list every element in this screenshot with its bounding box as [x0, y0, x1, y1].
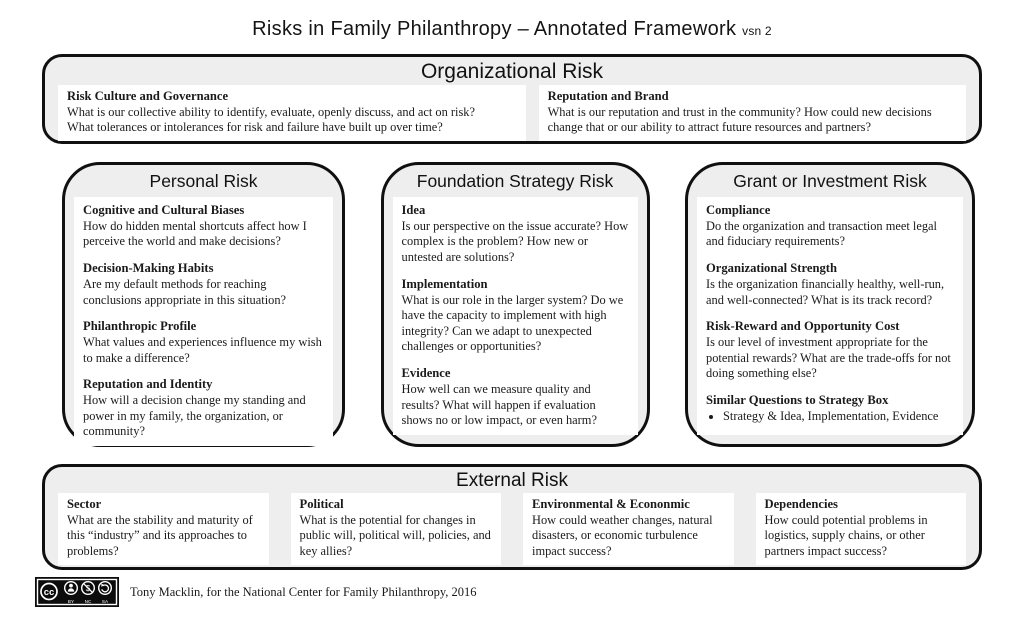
risk-item-body: How could potential problems in logistic… — [764, 512, 928, 559]
risk-item-body: Are my default methods for reaching conc… — [83, 276, 287, 307]
svg-text:cc: cc — [44, 587, 55, 598]
risk-item-heading: Implementation — [401, 276, 488, 291]
grant-investment-risk-panel: Grant or Investment Risk Compliance Do t… — [685, 162, 975, 447]
risk-item-body: Do the organization and transaction meet… — [706, 218, 937, 249]
risk-card-environmental-economic: Environmental & Econonmic How could weat… — [523, 493, 734, 565]
risk-item: Evidence How well can we measure quality… — [402, 366, 629, 429]
risk-item-body: What is our reputation and trust in the … — [547, 104, 932, 135]
cc-sa-share-alike-icon: SA — [98, 580, 113, 604]
risk-item-heading: Dependencies — [764, 497, 838, 511]
cc-by-person-icon: BY — [64, 580, 79, 604]
risk-card-culture-governance: Risk Culture and Governance What is our … — [58, 85, 526, 142]
risk-item: Organizational Strength Is the organizat… — [706, 261, 954, 308]
risk-item-body: What is our collective ability to identi… — [67, 104, 475, 119]
risk-item-body: What is our role in the larger system? D… — [401, 292, 624, 354]
risk-item: Decision-Making Habits Are my default me… — [83, 261, 324, 308]
page-title-version: vsn 2 — [742, 24, 772, 38]
risk-item-body: How do hidden mental shortcuts affect ho… — [83, 218, 307, 249]
foundation-strategy-risk-panel: Foundation Strategy Risk Idea Is our per… — [380, 162, 650, 447]
external-risk-panel: External Risk Sector What are the stabil… — [42, 464, 982, 570]
risk-item: Cognitive and Cultural Biases How do hid… — [83, 203, 324, 250]
risk-item-heading: Organizational Strength — [706, 261, 837, 276]
grant-investment-risk-title: Grant or Investment Risk — [733, 171, 927, 191]
risk-item-body: Is the organization financially healthy,… — [706, 276, 945, 307]
risk-item-body: How could weather changes, natural disas… — [532, 512, 713, 559]
footer: cc BY $ NC SA Tony Macklin, for the Nati… — [35, 577, 1024, 607]
organizational-risk-cards: Risk Culture and Governance What is our … — [58, 85, 966, 142]
page-title: Risks in Family Philanthropy – Annotated… — [0, 0, 1024, 41]
risk-item-body: What values and experiences influence my… — [83, 335, 322, 365]
risk-item-heading: Reputation and Brand — [547, 89, 669, 103]
risk-card-reputation-brand: Reputation and Brand What is our reputat… — [538, 85, 966, 142]
risk-item: Idea Is our perspective on the issue acc… — [402, 203, 629, 266]
risk-item: Philanthropic Profile What values and ex… — [83, 319, 324, 366]
risk-item-heading: Environmental & Econonmic — [532, 497, 690, 511]
risk-item-heading: Philanthropic Profile — [83, 319, 197, 334]
risk-item-heading: Risk-Reward and Opportunity Cost — [706, 319, 900, 334]
organizational-risk-panel: Organizational Risk Risk Culture and Gov… — [42, 54, 982, 144]
personal-risk-panel: Personal Risk Cognitive and Cultural Bia… — [62, 162, 345, 447]
personal-risk-card: Cognitive and Cultural Biases How do hid… — [74, 197, 333, 447]
risk-item-heading: Compliance — [706, 203, 771, 217]
svg-text:SA: SA — [102, 599, 109, 604]
risk-item: Risk-Reward and Opportunity Cost Is our … — [706, 319, 954, 382]
risk-item-body: How will a decision change my standing a… — [83, 393, 306, 439]
external-risk-cards: Sector What are the stability and maturi… — [58, 493, 966, 565]
risk-item: Compliance Do the organization and trans… — [706, 203, 954, 250]
svg-text:BY: BY — [68, 599, 74, 604]
cc-nc-dollar-icon: $ NC — [81, 580, 96, 604]
risk-item: Similar Questions to Strategy Box Strate… — [706, 393, 954, 424]
risk-item-body: Is our perspective on the issue accurate… — [401, 218, 629, 265]
cc-logo-icon: cc — [40, 582, 58, 601]
risk-item-heading: Sector — [67, 497, 102, 511]
personal-risk-title: Personal Risk — [149, 171, 258, 191]
page-title-text: Risks in Family Philanthropy – Annotated… — [252, 18, 737, 40]
risk-item-body: Is our level of investment appropriate f… — [706, 335, 951, 381]
organizational-risk-title: Organizational Risk — [420, 60, 604, 83]
risk-item-heading: Similar Questions to Strategy Box — [706, 392, 889, 407]
grant-investment-risk-card: Compliance Do the organization and trans… — [697, 197, 963, 435]
risk-item: Reputation and Identity How will a decis… — [83, 377, 324, 440]
risk-item-heading: Decision-Making Habits — [83, 261, 214, 276]
footer-credit: Tony Macklin, for the National Center fo… — [130, 584, 477, 599]
similar-questions-list: Strategy & Idea, Implementation, Evidenc… — [706, 409, 954, 425]
similar-questions-item: Strategy & Idea, Implementation, Evidenc… — [723, 409, 954, 425]
risk-item-heading: Cognitive and Cultural Biases — [83, 203, 245, 217]
risk-card-political: Political What is the potential for chan… — [290, 493, 501, 565]
svg-text:NC: NC — [85, 599, 92, 604]
foundation-strategy-risk-title: Foundation Strategy Risk — [416, 171, 614, 191]
risk-card-sector: Sector What are the stability and maturi… — [58, 493, 269, 565]
risk-card-dependencies: Dependencies How could potential problem… — [755, 493, 966, 565]
middle-risk-row: Personal Risk Cognitive and Cultural Bia… — [0, 162, 1024, 447]
risk-item-heading: Reputation and Identity — [83, 377, 213, 392]
external-risk-title: External Risk — [456, 470, 568, 491]
risk-item-body: How well can we measure quality and resu… — [401, 381, 597, 428]
cc-by-nc-sa-license-icon: cc BY $ NC SA — [35, 577, 119, 607]
risk-item-body: What tolerances or intolerances for risk… — [67, 120, 443, 135]
foundation-strategy-risk-card: Idea Is our perspective on the issue acc… — [392, 197, 638, 435]
risk-item-body: What are the stability and maturity of t… — [67, 512, 253, 559]
risk-item-heading: Idea — [401, 203, 426, 217]
risk-item-heading: Evidence — [401, 366, 451, 381]
risk-item: Implementation What is our role in the l… — [402, 277, 629, 355]
risk-item-heading: Risk Culture and Governance — [67, 89, 229, 103]
risk-item-body: What is the potential for changes in pub… — [299, 512, 491, 559]
risk-item-heading: Political — [299, 497, 344, 511]
